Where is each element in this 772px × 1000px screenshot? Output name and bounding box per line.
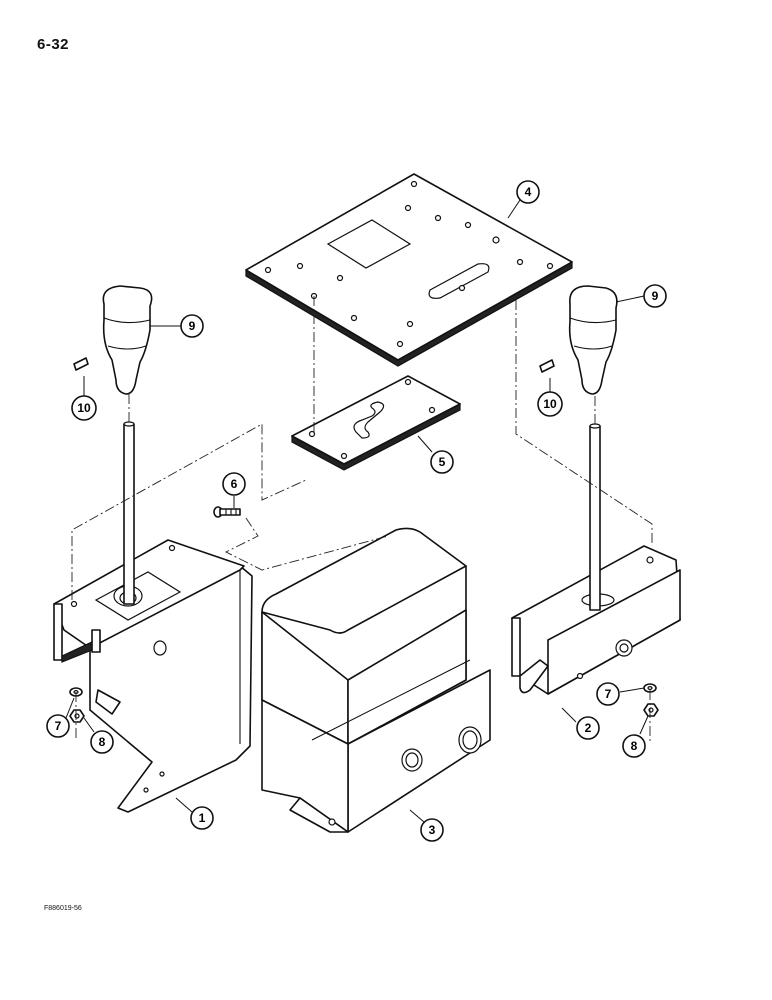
callout-7-left-label: 7	[55, 719, 62, 733]
assembly-lines	[71, 296, 653, 744]
callout-10-right-label: 10	[543, 397, 557, 411]
callout-1: 1	[190, 806, 214, 830]
callout-5-label: 5	[439, 455, 446, 469]
callout-5: 5	[430, 450, 454, 474]
left-shift-lever	[123, 421, 135, 605]
small-plate	[291, 375, 461, 471]
callout-7-left: 7	[46, 714, 70, 738]
left-knob	[102, 285, 153, 395]
left-set-screw	[73, 357, 89, 371]
left-nut	[69, 709, 85, 723]
callout-6-label: 6	[231, 477, 238, 491]
right-set-screw	[539, 359, 555, 373]
callout-10-left-label: 10	[77, 401, 91, 415]
right-shift-lever	[589, 423, 601, 611]
callout-7-right-label: 7	[605, 687, 612, 701]
callout-2: 2	[576, 716, 600, 740]
callout-8-left: 8	[90, 730, 114, 754]
bolt	[213, 506, 241, 518]
right-nut	[643, 703, 659, 717]
right-knob	[568, 285, 618, 395]
right-bracket	[511, 545, 681, 695]
callout-7-right: 7	[596, 682, 620, 706]
callout-10-left: 10	[71, 395, 97, 421]
figure-code: F886019-56	[44, 905, 82, 912]
callout-2-label: 2	[585, 721, 592, 735]
left-bracket	[53, 539, 253, 813]
page-number: 6-32	[37, 36, 70, 53]
callout-8-left-label: 8	[99, 735, 106, 749]
callout-9-left-label: 9	[189, 319, 196, 333]
callout-9-left: 9	[180, 314, 204, 338]
callout-10-right: 10	[537, 391, 563, 417]
callout-8-right-label: 8	[631, 739, 638, 753]
callout-9-right-label: 9	[652, 289, 659, 303]
cover-housing	[261, 527, 491, 833]
callout-1-label: 1	[199, 811, 206, 825]
callout-8-right: 8	[622, 734, 646, 758]
callout-3: 3	[420, 818, 444, 842]
callout-4: 4	[516, 180, 540, 204]
leader-lines	[65, 199, 649, 823]
callout-4-label: 4	[525, 185, 532, 199]
callout-9-right: 9	[643, 284, 667, 308]
callout-3-label: 3	[429, 823, 436, 837]
callout-6: 6	[222, 472, 246, 496]
top-plate	[245, 173, 573, 367]
